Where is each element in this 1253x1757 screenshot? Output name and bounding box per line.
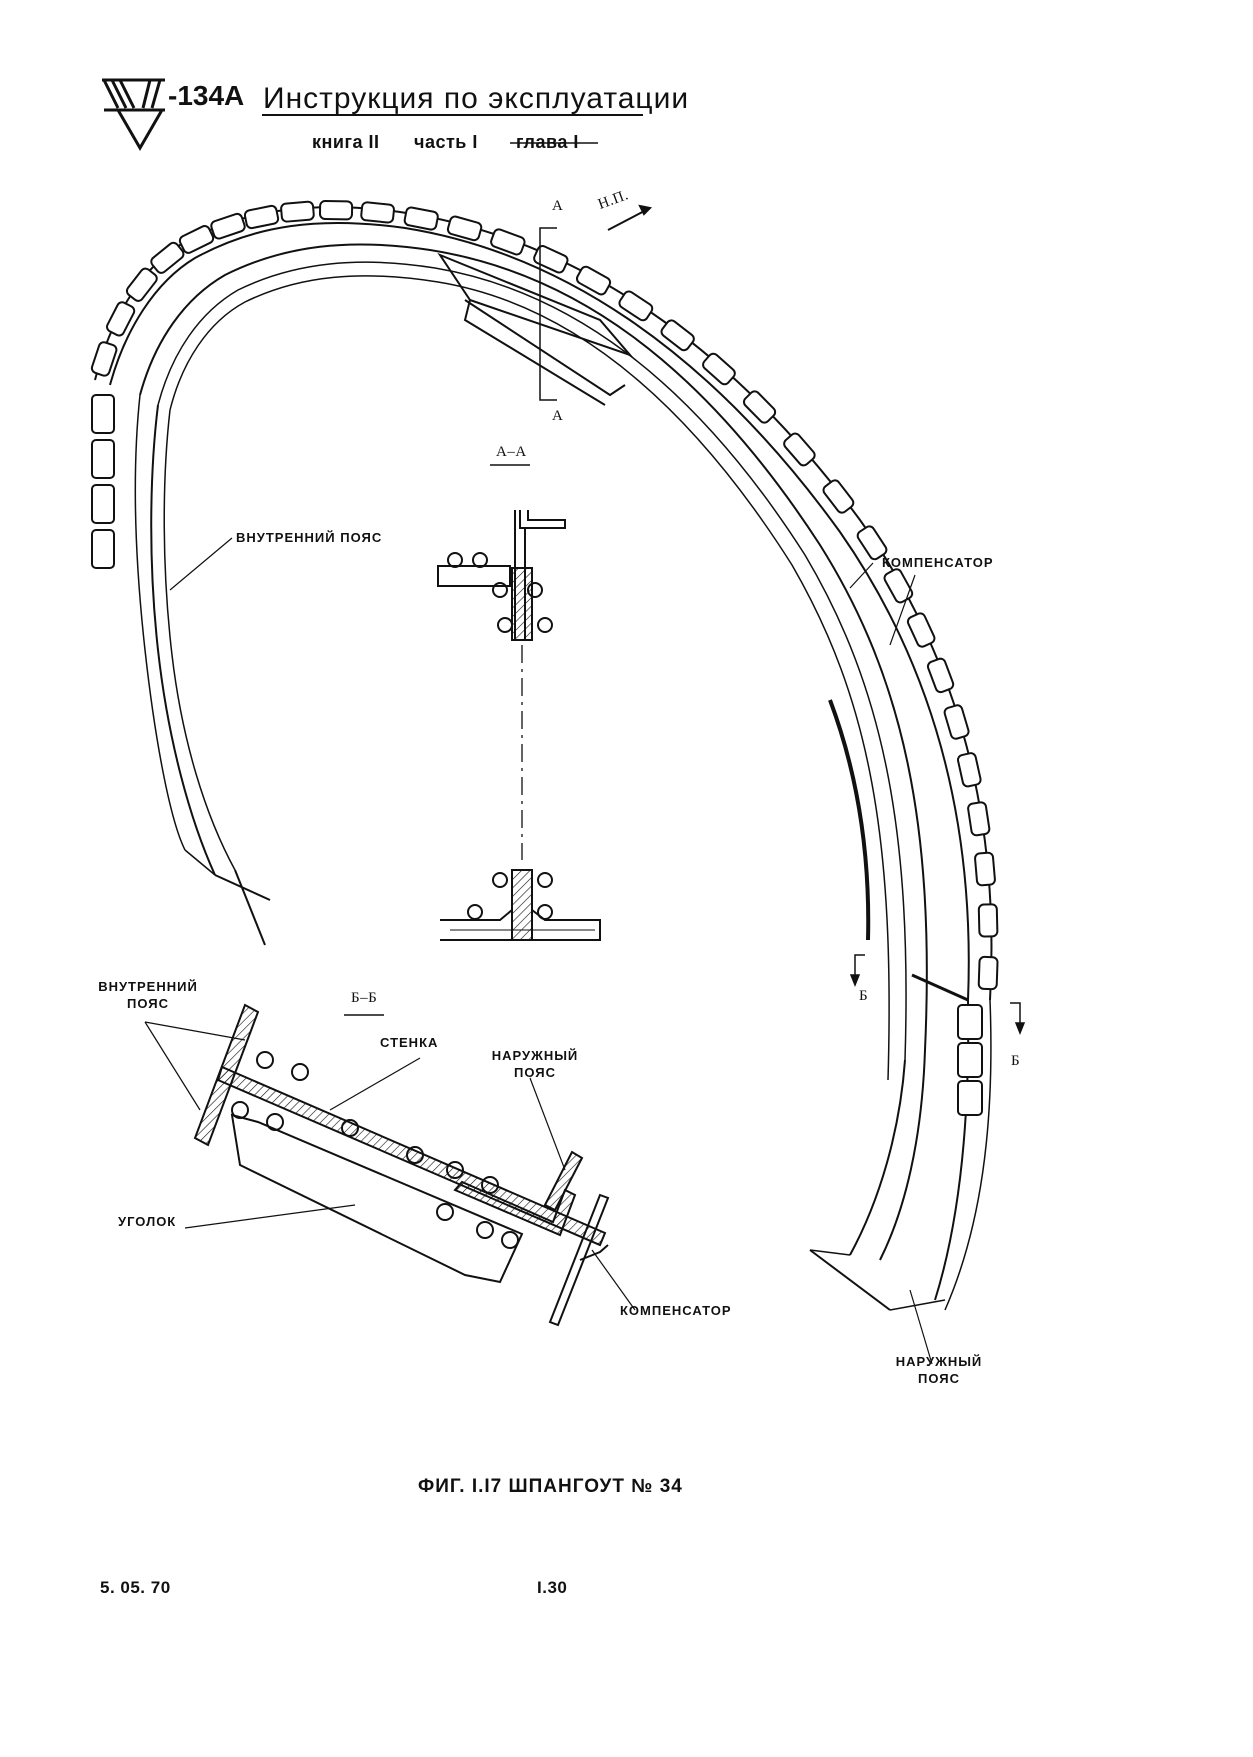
label-bb-inner-chord: ВНУТРЕННИЙ ПОЯС xyxy=(93,978,203,1012)
compensator-block xyxy=(91,529,115,569)
section-aa-title: А–А xyxy=(496,444,527,460)
compensator-block xyxy=(243,204,280,230)
model-designation: -134А xyxy=(168,80,245,111)
compensator-block xyxy=(618,290,654,322)
compensator-block xyxy=(856,525,888,561)
label-compensator: КОМПЕНСАТОР xyxy=(882,555,994,570)
compensator-block xyxy=(957,1042,983,1078)
compensator-block xyxy=(446,215,483,242)
compensator-block xyxy=(91,439,115,479)
compensator-block xyxy=(91,394,115,434)
compensator-block xyxy=(318,199,354,221)
part-number: часть I xyxy=(414,132,478,152)
chapter-number: глава I xyxy=(516,132,579,152)
direction-arrow xyxy=(607,204,653,231)
document-title: Инструкция по эксплуатации xyxy=(263,82,690,115)
compensator-block xyxy=(906,612,936,648)
section-bb-title: Б–Б xyxy=(351,990,378,1006)
compensator-block xyxy=(822,479,855,514)
section-aa-mark-bottom: А xyxy=(552,408,564,424)
compensator-block xyxy=(957,1004,983,1040)
label-bb-compensator: КОМПЕНСАТОР xyxy=(620,1303,732,1318)
label-bb-outer-chord-line1: НАРУЖНЫЙ xyxy=(491,1048,579,1063)
label-bb-outer-chord: НАРУЖНЫЙ ПОЯС xyxy=(485,1047,585,1081)
compensator-block xyxy=(742,390,777,424)
compensator-block xyxy=(150,241,185,274)
compensator-block xyxy=(974,851,996,887)
label-bb-outer-chord-line2: ПОЯС xyxy=(513,1065,557,1080)
figure-caption: ФИГ. I.I7 ШПАНГОУТ № 34 xyxy=(418,1476,683,1497)
label-bb-inner-chord-line1: ВНУТРЕННИЙ xyxy=(98,979,198,994)
compensator-block xyxy=(883,568,914,604)
section-aa-detail xyxy=(437,464,601,941)
frame-arc xyxy=(94,206,993,1311)
compensator-block xyxy=(360,201,395,224)
compensator-block xyxy=(575,265,612,296)
compensator-block xyxy=(957,752,982,788)
compensator-block xyxy=(210,212,246,240)
compensator-block xyxy=(125,267,158,302)
label-outer-chord: НАРУЖНЫЙ ПОЯС xyxy=(884,1353,994,1387)
page-number: I.30 xyxy=(537,1578,568,1597)
compensator-block xyxy=(702,352,736,386)
compensator-block xyxy=(926,657,955,694)
compensator-block xyxy=(280,200,315,223)
compensator-block xyxy=(660,319,695,352)
reinforcement-plate xyxy=(437,252,634,406)
compensator-block xyxy=(533,245,569,274)
compensator-block xyxy=(977,903,999,938)
compensator-block xyxy=(490,228,526,256)
compensator-block xyxy=(90,341,118,377)
compensator-block xyxy=(91,484,115,524)
compensator-block xyxy=(967,801,991,837)
compensator-block xyxy=(403,206,439,231)
section-bb-mark-right: Б xyxy=(1011,1053,1021,1069)
compensator-block xyxy=(106,301,136,337)
logo-mark xyxy=(102,78,165,151)
label-outer-chord-line2: ПОЯС xyxy=(917,1371,961,1386)
section-bb-mark-left: Б xyxy=(859,988,869,1004)
section-aa-cutline xyxy=(539,227,557,401)
section-bb-cutline xyxy=(849,954,1026,1036)
compensator-block xyxy=(957,1080,983,1116)
compensator-block xyxy=(943,704,970,740)
compensator-block xyxy=(977,955,999,991)
section-aa-mark-top: А xyxy=(552,198,564,214)
label-outer-chord-line1: НАРУЖНЫЙ xyxy=(895,1354,983,1369)
label-bb-web: СТЕНКА xyxy=(380,1035,439,1050)
label-bb-angle: УГОЛОК xyxy=(118,1214,177,1229)
compensator-blocks xyxy=(90,199,999,1116)
book-number: книга II xyxy=(312,132,380,152)
compensator-block xyxy=(783,432,816,467)
compensator-block xyxy=(178,225,215,254)
label-bb-inner-chord-line2: ПОЯС xyxy=(126,996,170,1011)
leader-lines xyxy=(144,537,933,1365)
label-inner-chord: ВНУТРЕННИЙ ПОЯС xyxy=(236,530,383,545)
footer-date: 5. 05. 70 xyxy=(100,1578,171,1597)
